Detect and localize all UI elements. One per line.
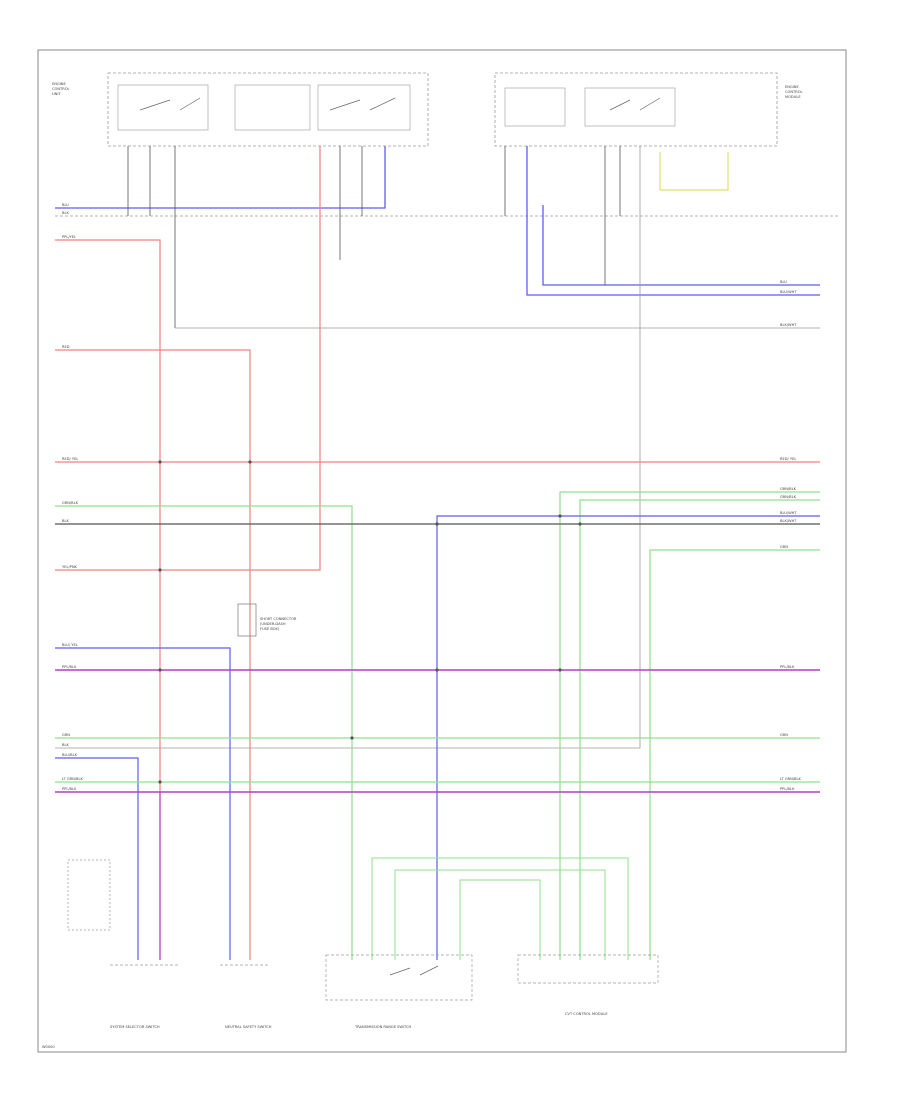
junction-dots	[158, 460, 582, 784]
wire-blu-yel	[55, 647, 231, 960]
wire-label-left: RED/ YEL	[62, 457, 78, 461]
component-label-top-left: ENGINE	[52, 82, 66, 86]
wire-label-right: RED/ YEL	[780, 457, 796, 461]
svg-text:(UNDER-DASH: (UNDER-DASH	[260, 622, 286, 626]
wire-grn-blk-left	[55, 505, 353, 960]
wire-label-right: BLK/WHT	[780, 519, 797, 523]
wire-label-left: RED	[62, 345, 70, 349]
svg-text:CONTROL: CONTROL	[785, 90, 803, 94]
wire-blu-blk	[55, 757, 139, 960]
left-wire-labels: BLU BLK PPL/YEL RED RED/ YEL GRN/BLK BLK…	[62, 203, 83, 791]
wire-label-left: PPL/BLK	[62, 787, 77, 791]
wire-label-right: BLU/WHT	[780, 511, 797, 515]
wire-label-left: GRN	[62, 733, 70, 737]
right-wire-labels: BLU BLU/WHT BLK/WHT RED/ YEL GRN/BLK GRN…	[780, 280, 801, 791]
svg-text:MODULE: MODULE	[785, 95, 801, 99]
wire-label-right: GRN	[780, 733, 788, 737]
wire-label-left: LT GRN/BLK	[62, 777, 83, 781]
wire-red	[55, 349, 251, 960]
svg-text:SYSTEM SELECTOR SWITCH: SYSTEM SELECTOR SWITCH	[110, 1025, 160, 1029]
wire-label-left: BLK	[62, 519, 69, 523]
wire-label-left: PPL/YEL	[62, 235, 76, 239]
wire-label-left: BLU/BLK	[62, 753, 78, 757]
svg-text:UNIT: UNIT	[52, 92, 61, 96]
wire-label-left: YEL/PNK	[62, 565, 78, 569]
wire-layer	[55, 146, 840, 960]
wire-label-left: BLK	[62, 211, 69, 215]
wire-label-right: BLU/WHT	[780, 290, 797, 294]
top-left-control-unit: ENGINE CONTROL UNIT	[52, 72, 429, 147]
wire-label-right: BLK/WHT	[780, 323, 797, 327]
wire-blu-right	[526, 146, 820, 296]
wire-label-right: LT GRN/BLK	[780, 777, 801, 781]
bottom-components: SYSTEM SELECTOR SWITCH NEUTRAL SAFETY SW…	[67, 859, 659, 1029]
wire-label-right: PPL/BLK	[780, 665, 795, 669]
top-right-control-module: ENGINE CONTROL MODULE	[494, 72, 803, 191]
svg-text:ENGINE: ENGINE	[785, 85, 799, 89]
wire-label-right: GRN/BLK	[780, 495, 797, 499]
wire-label-right: GRN/BLK	[780, 487, 797, 491]
wire-label-right: GRN	[780, 545, 788, 549]
svg-text:NEUTRAL SAFETY SWITCH: NEUTRAL SAFETY SWITCH	[225, 1025, 272, 1029]
wire-label-right: PPL/BLK	[780, 787, 795, 791]
wire-label-left: BLU/ YEL	[62, 643, 78, 647]
svg-text:CONTROL: CONTROL	[52, 87, 70, 91]
wire-label-left: BLU	[62, 203, 69, 207]
wire-label-left: GRN/BLK	[62, 501, 79, 505]
svg-text:FUSE BOX): FUSE BOX)	[260, 627, 280, 631]
wire-label-left: BLK	[62, 743, 69, 747]
wire-blu-top	[55, 146, 386, 209]
svg-text:SHORT CONNECTOR: SHORT CONNECTOR	[260, 617, 297, 621]
diagram-frame	[37, 49, 847, 1053]
short-connector: SHORT CONNECTOR (UNDER-DASH FUSE BOX)	[237, 603, 297, 637]
wire-label-left: PPL/BLK	[62, 665, 77, 669]
svg-text:CVT CONTROL MODULE: CVT CONTROL MODULE	[565, 1012, 608, 1016]
svg-text:TRANSMISSION RANGE SWITCH: TRANSMISSION RANGE SWITCH	[354, 1025, 412, 1029]
wire-label-right: BLU	[780, 280, 787, 284]
wire-ppl-yel	[55, 239, 161, 960]
footer-code: W0000	[42, 1045, 55, 1049]
